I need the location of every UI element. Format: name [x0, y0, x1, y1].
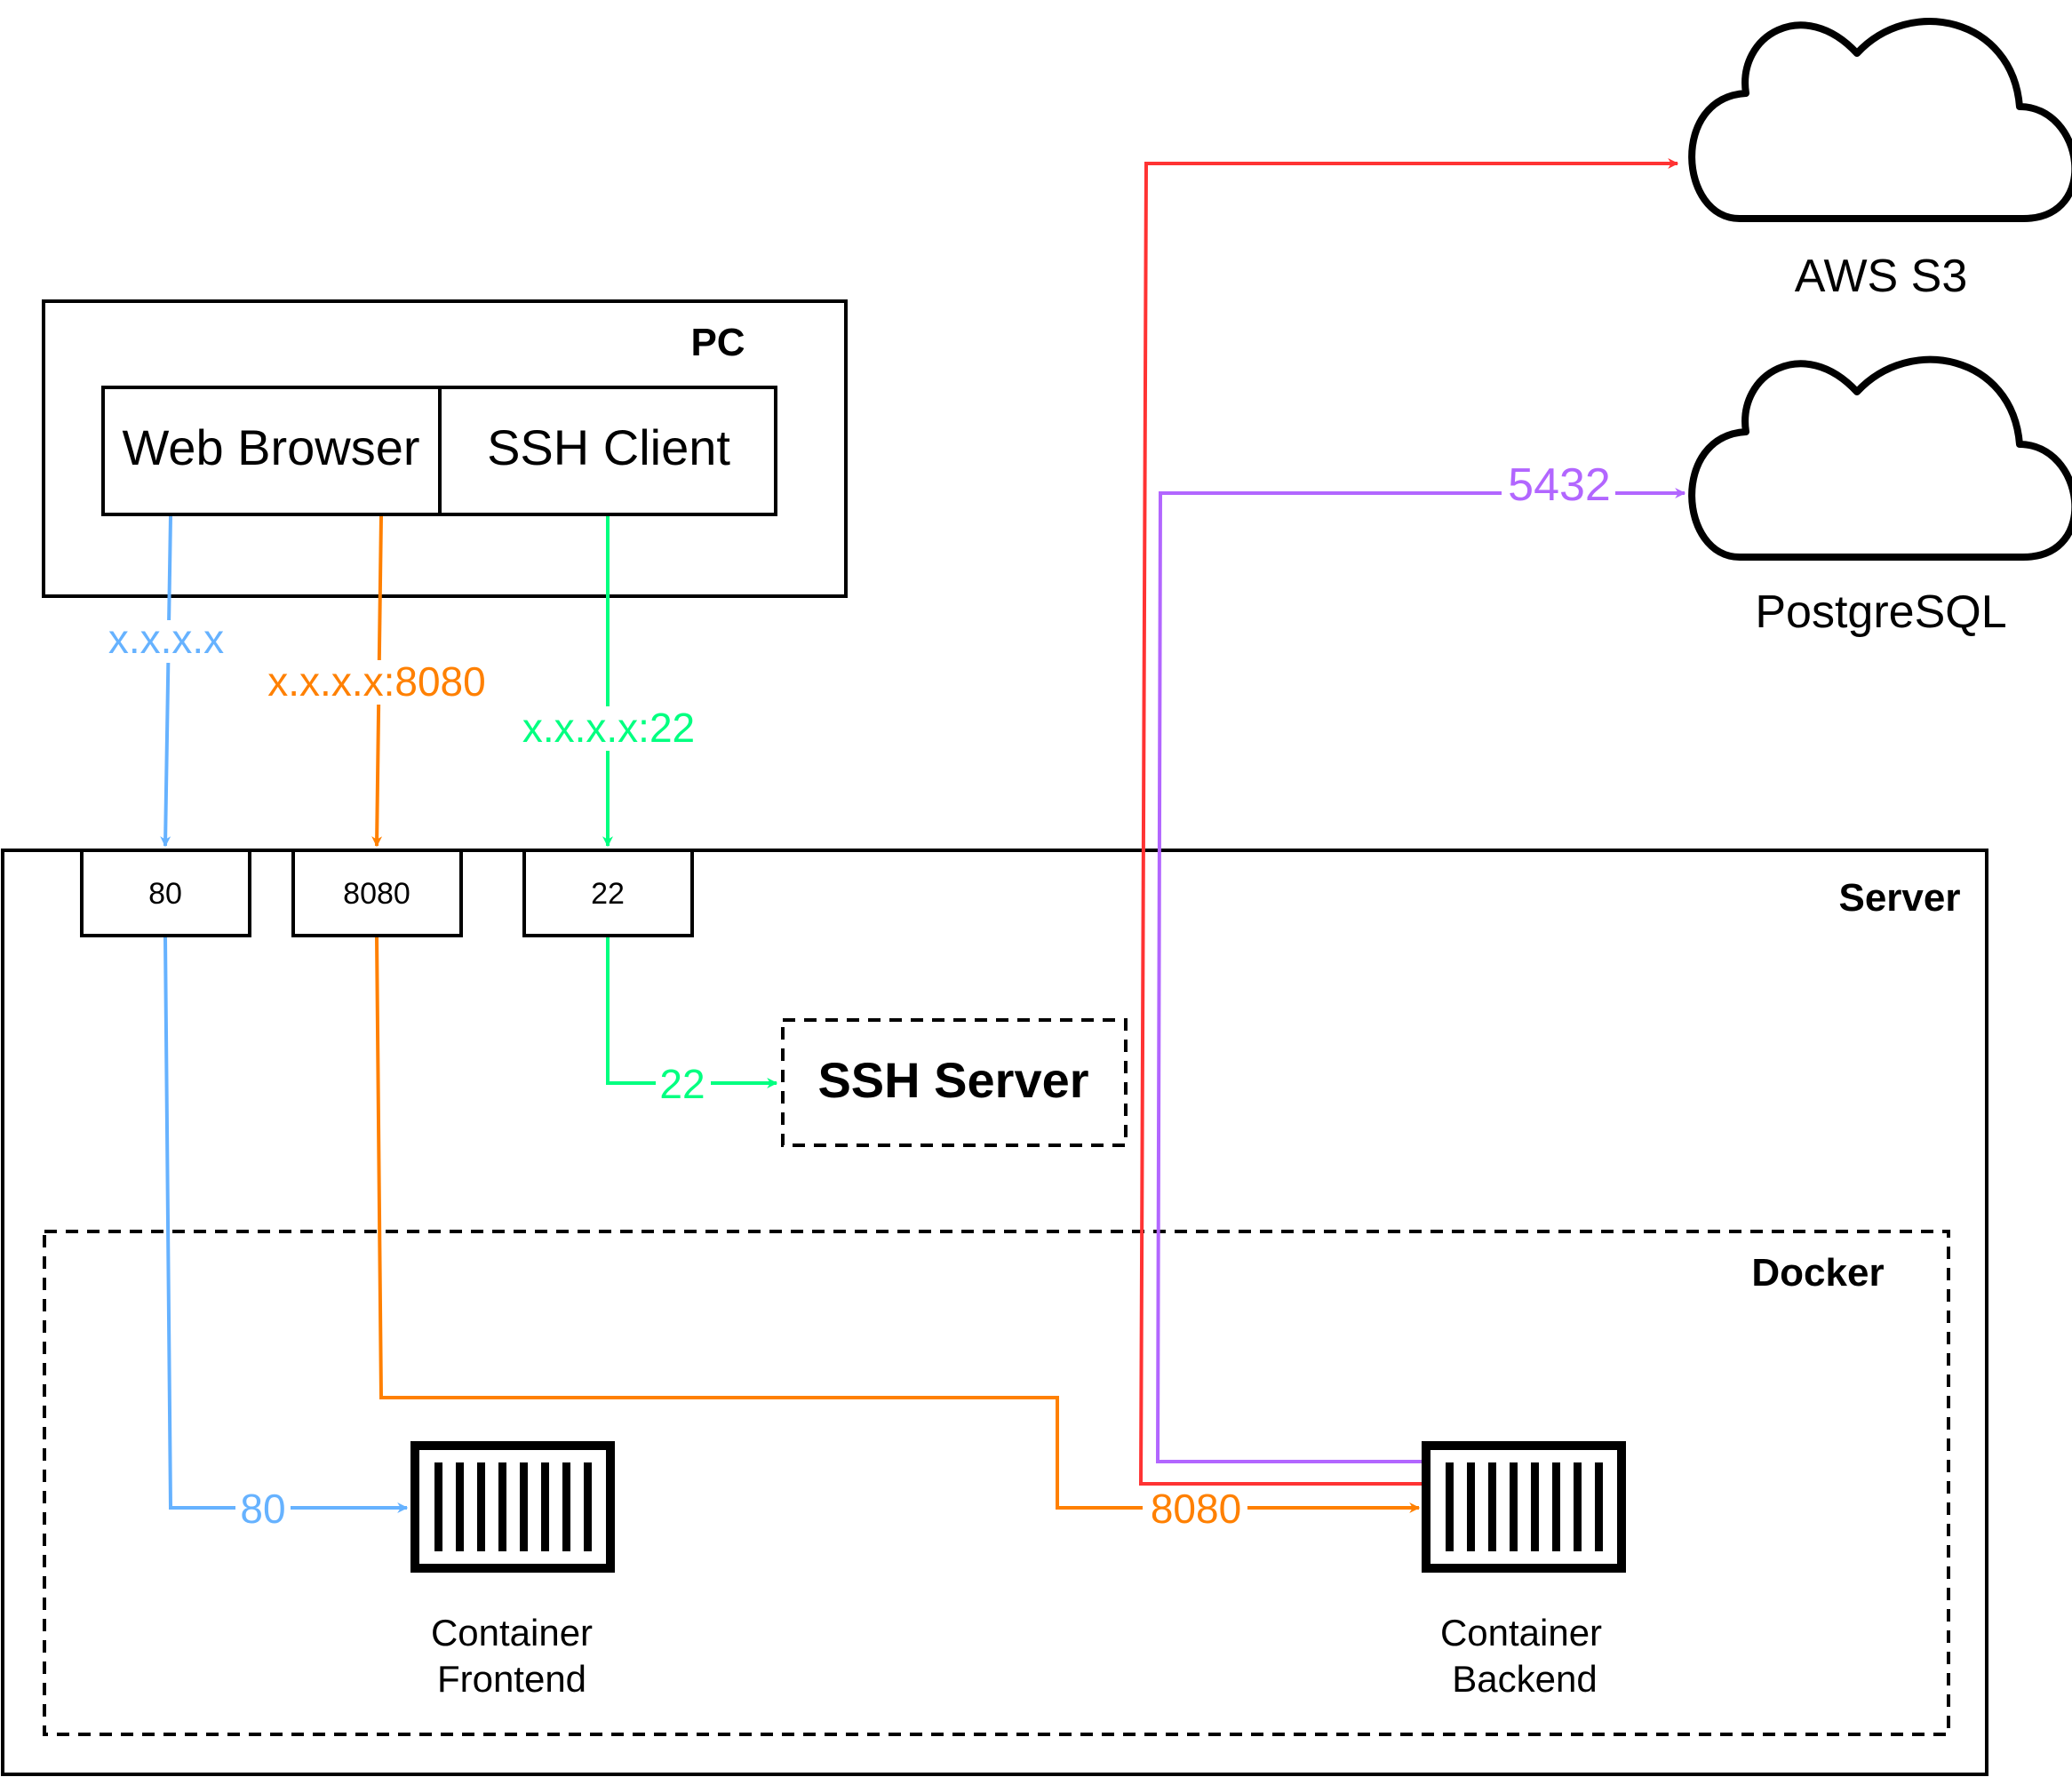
container-backend-line2: Backend: [1452, 1658, 1597, 1700]
port-box-8080: 8080: [291, 849, 463, 937]
container-icon: [1422, 1441, 1626, 1573]
server-title: Server: [1838, 876, 1960, 920]
edge-browser-to-port-80: x.x.x.x: [96, 515, 235, 848]
edge-ssh-client-to-port-22: x.x.x.x:22: [510, 516, 707, 848]
edge-port-80-to-frontend: 80: [163, 936, 409, 1532]
cloud-icon: [1688, 355, 2072, 561]
edge-backend-to-aws-s3: [1138, 158, 1679, 1486]
ssh-server-label: SSH Server: [817, 1052, 1088, 1108]
postgresql-label: PostgreSQL: [1755, 586, 2006, 638]
container-frontend: Container Frontend: [410, 1441, 615, 1700]
edge-label-ssh-port: 22: [659, 1061, 705, 1107]
port-label-22: 22: [591, 877, 625, 911]
edge-label-frontend-port: 80: [240, 1486, 285, 1532]
container-frontend-line2: Frontend: [437, 1658, 586, 1700]
aws-s3-label: AWS S3: [1795, 251, 1968, 302]
edge-browser-to-port-8080: x.x.x.x:8080: [251, 515, 501, 848]
web-browser-label: Web Browser: [122, 419, 419, 475]
edge-label-backend-port: 8080: [1151, 1486, 1241, 1532]
port-label-8080: 8080: [343, 877, 410, 911]
web-browser-box: Web Browser: [101, 386, 442, 516]
server-box: Server 80 8080 22 SSH Server: [1, 849, 1988, 1776]
ssh-client-label: SSH Client: [487, 419, 730, 475]
container-icon: [410, 1441, 615, 1573]
pc-title: PC: [690, 321, 745, 364]
edge-label-browser-ip-8080: x.x.x.x:8080: [267, 658, 485, 705]
edge-label-ssh-ip-22: x.x.x.x:22: [522, 705, 695, 751]
postgresql-cloud: PostgreSQL: [1688, 355, 2072, 638]
ssh-client-box: SSH Client: [438, 386, 777, 516]
edge-port-22-to-ssh-server: 22: [606, 937, 778, 1107]
aws-s3-cloud: AWS S3: [1688, 18, 2072, 302]
edge-port-8080-to-backend: 8080: [375, 936, 1421, 1532]
container-frontend-line1: Container: [431, 1612, 593, 1653]
port-box-80: 80: [80, 849, 251, 937]
edge-label-postgres-port: 5432: [1508, 459, 1611, 511]
port-label-80: 80: [148, 877, 182, 911]
ssh-server-box: SSH Server: [781, 1018, 1128, 1147]
container-backend-line1: Container: [1440, 1612, 1602, 1653]
edge-label-browser-ip: x.x.x.x: [108, 616, 224, 662]
port-box-22: 22: [522, 849, 694, 937]
container-backend: Container Backend: [1422, 1441, 1626, 1700]
docker-box: Docker: [43, 1230, 1950, 1736]
pc-box: PC Web Browser SSH Client: [42, 299, 848, 598]
edge-backend-to-postgresql: 5432: [1155, 459, 1686, 1463]
docker-title: Docker: [1751, 1251, 1884, 1295]
